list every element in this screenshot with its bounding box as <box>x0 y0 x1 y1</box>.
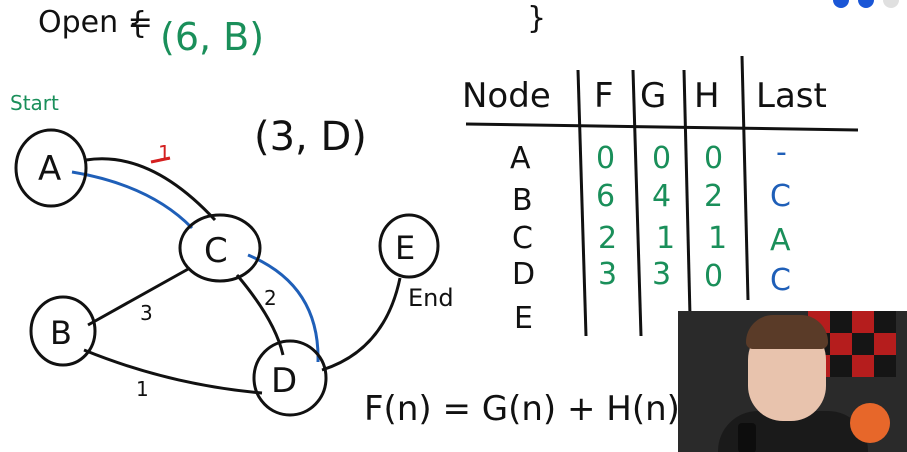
table-row: C 2 1 1 A <box>512 221 791 258</box>
table-row: A 0 0 0 - <box>510 135 787 176</box>
blue-dot-icon <box>857 0 874 8</box>
table-cell-f: 0 <box>596 141 615 176</box>
table-cell-last: A <box>770 223 791 258</box>
table-cell-g: 3 <box>652 257 671 292</box>
table-cell-node: E <box>514 301 533 336</box>
close-brace: } <box>527 1 546 36</box>
presenter-hair <box>746 315 828 349</box>
graph-node-e: E <box>378 213 440 279</box>
edge-d-e <box>321 277 402 372</box>
open-list-label: Open = <box>38 5 153 40</box>
table-header-rule <box>465 122 859 132</box>
table-header-h: H <box>694 76 720 116</box>
table-col-divider-4 <box>740 55 750 301</box>
channel-logo-icon <box>850 403 890 443</box>
table-cell-node: A <box>510 141 531 176</box>
graph-node-b: B <box>29 295 97 367</box>
graph-node-c: C <box>178 213 262 283</box>
path-highlight-c-d <box>247 253 320 363</box>
node-d-label: D <box>271 361 297 401</box>
table-cell-g: 0 <box>652 141 671 176</box>
node-c-label: C <box>204 231 228 271</box>
edge-weight-c-d: 2 <box>264 286 277 310</box>
table-cell-h: 1 <box>708 221 727 256</box>
table-col-divider-3 <box>682 69 692 317</box>
table-cell-node: B <box>512 183 533 218</box>
formula-text: F(n) = G(n) + H(n) <box>364 389 680 429</box>
toolbar-dots <box>829 0 899 12</box>
webcam-overlay <box>678 311 907 452</box>
edge-b-d <box>83 348 263 395</box>
graph-node-d: D <box>252 339 328 417</box>
aside-note: (3, D) <box>254 114 367 160</box>
node-e-label: E <box>395 229 415 267</box>
edge-c-d <box>235 274 285 356</box>
table-cell-g: 4 <box>652 179 671 214</box>
table-col-divider-2 <box>631 69 643 337</box>
table-cell-last: C <box>770 263 791 298</box>
table-header-last: Last <box>756 76 827 116</box>
node-a-label: A <box>38 149 61 189</box>
table-cell-h: 2 <box>704 179 723 214</box>
microphone-icon <box>738 423 756 452</box>
table-cell-f: 3 <box>598 257 617 292</box>
table-cell-f: 2 <box>598 221 617 256</box>
blue-dot-icon <box>832 0 849 8</box>
table-cell-h: 0 <box>704 141 723 176</box>
edge-weight-b-d: 1 <box>136 377 149 401</box>
gray-dot-icon <box>883 0 899 8</box>
table-col-divider-1 <box>576 69 588 337</box>
table-cell-h: 0 <box>704 259 723 294</box>
table-cell-f: 6 <box>596 179 615 214</box>
table-row: E <box>514 301 533 336</box>
table-header-node: Node <box>462 76 551 116</box>
edge-weight-c-b: 3 <box>140 301 153 325</box>
table-header-g: G <box>640 76 666 116</box>
table-cell-last: C <box>770 179 791 214</box>
node-b-label: B <box>50 314 72 352</box>
table-cell-node: D <box>512 257 535 292</box>
edge-b-c <box>87 266 191 327</box>
edge-a-c <box>85 157 217 222</box>
table-header-f: F <box>594 76 614 116</box>
table-cell-g: 1 <box>656 221 675 256</box>
table-row: D 3 3 0 C <box>512 257 791 298</box>
red-underline <box>150 156 171 164</box>
start-label: Start <box>10 91 59 115</box>
table-row: B 6 4 2 C <box>512 179 791 218</box>
graph-node-a: A <box>14 128 88 208</box>
open-list-items: (6, B) <box>160 15 264 59</box>
table-cell-last: - <box>776 135 787 170</box>
end-label: End <box>408 284 454 312</box>
open-brace: { <box>128 6 147 41</box>
table-cell-node: C <box>512 221 533 256</box>
path-highlight-a-c <box>71 170 194 230</box>
